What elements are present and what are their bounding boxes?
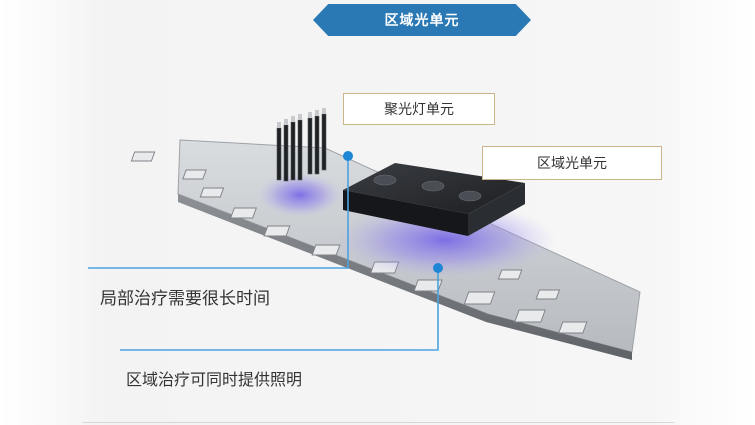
spot-light-unit	[276, 108, 327, 182]
callout-lines	[88, 156, 439, 351]
spot-callout-dot	[343, 151, 353, 161]
bottom-divider	[82, 422, 674, 423]
spot-callout-line	[88, 156, 349, 269]
area-callout-dot	[433, 263, 443, 273]
area-unit-label: 区域光单元	[482, 146, 662, 180]
area-unit-label-text: 区域光单元	[537, 156, 607, 172]
spot-unit-label: 聚光灯单元	[343, 93, 495, 125]
area-light-unit	[343, 163, 525, 236]
header-banner: 区域光单元	[313, 4, 531, 36]
area-uv-glow	[335, 202, 555, 278]
header-title: 区域光单元	[384, 13, 460, 29]
local-cure-note: 局部治疗需要很长时间	[100, 289, 270, 309]
spot-unit-label-text: 聚光灯单元	[384, 102, 454, 118]
spot-uv-glow	[258, 173, 342, 217]
area-callout-line	[120, 268, 439, 351]
area-cure-note: 区域治疗可同时提供照明	[126, 370, 303, 389]
